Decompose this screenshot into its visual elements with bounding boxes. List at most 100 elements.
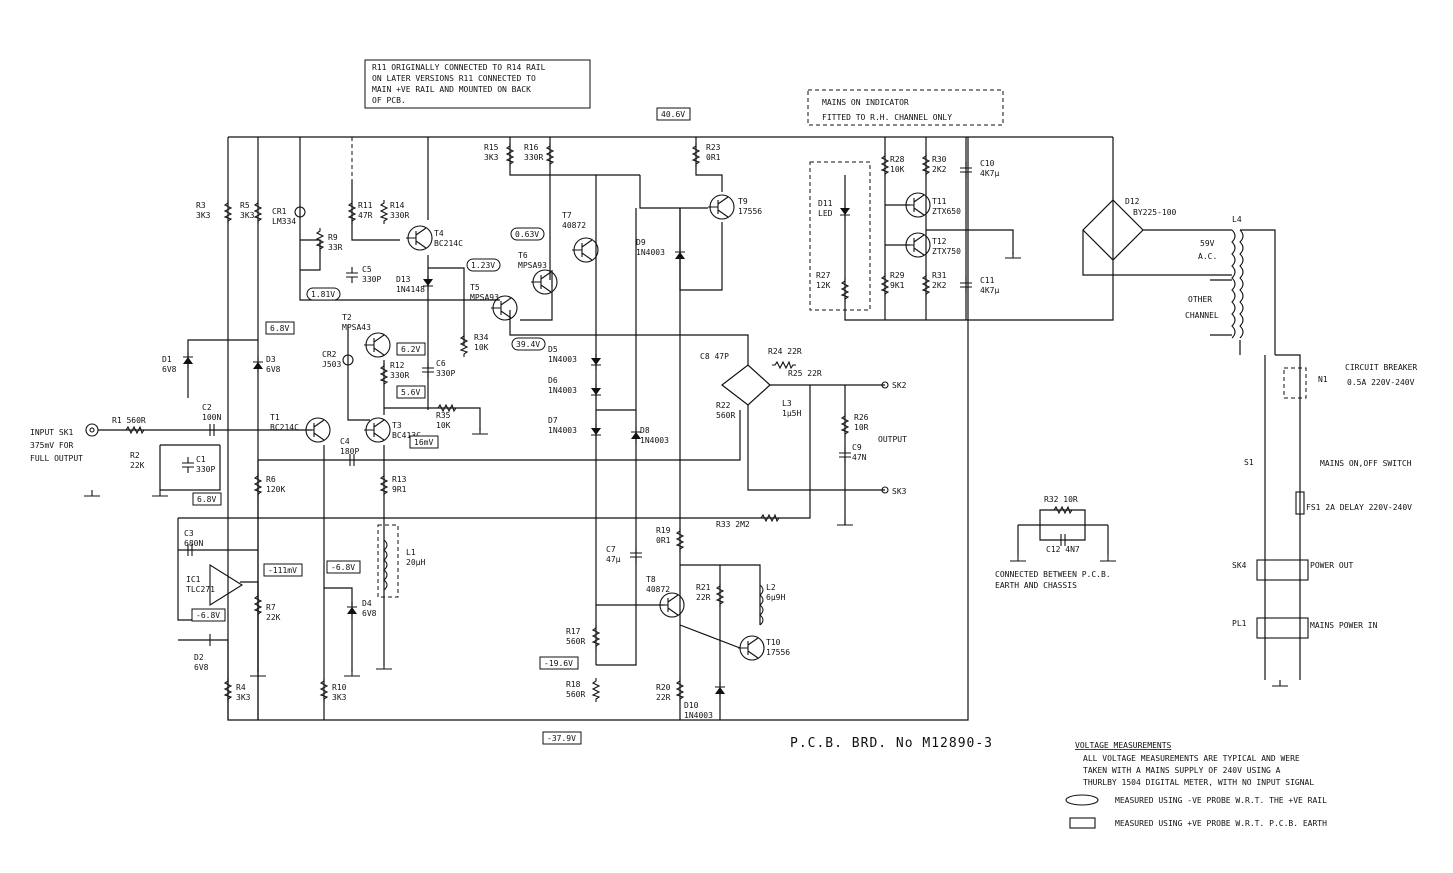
voltage-value: 40.6V <box>661 110 685 119</box>
circuit-breaker-rating: 0.5A 220V-240V <box>1347 378 1415 387</box>
sk4-label: SK4 <box>1232 561 1247 570</box>
voltage-tag-1-23: 1.23V <box>466 258 501 272</box>
fuse-label: FS1 2A DELAY 220V-240V <box>1306 503 1412 512</box>
mains-in-label: MAINS POWER IN <box>1310 621 1378 630</box>
voltage-tag-0-63: 0.63V <box>510 227 545 241</box>
voltage-value: 6.8V <box>270 324 289 333</box>
voltage-value: 5.6V <box>401 388 420 397</box>
label-sk3: SK3 <box>892 487 907 496</box>
voltage-value: 6.2V <box>401 345 420 354</box>
voltage-value: 6.8V <box>197 495 216 504</box>
voltage-value: 39.4V <box>516 340 540 349</box>
voltage-tag-111m: -111mV <box>263 563 303 577</box>
label-c8: C8 47P <box>700 352 729 361</box>
voltage-value: -6.8V <box>331 563 355 572</box>
output-label: OUTPUT <box>878 435 907 444</box>
voltage-value: -19.6V <box>544 659 573 668</box>
voltage-value: -37.9V <box>547 734 576 743</box>
l4-label: L4 <box>1232 215 1242 224</box>
label-c12: C12 4N7 <box>1046 545 1080 554</box>
label-r32: R32 10R <box>1044 495 1078 504</box>
s1-label: S1 <box>1244 458 1254 467</box>
label-sk2: SK2 <box>892 381 907 390</box>
voltage-tag-6-2: 6.2V <box>396 342 426 356</box>
voltage-tag-37-9: -37.9V <box>542 731 582 745</box>
voltage-value: 0.63V <box>515 230 539 239</box>
voltage-tag-1-81: 1.81V <box>306 287 341 301</box>
voltage-tag-6-8-d: -6.8V <box>191 608 226 622</box>
voltage-tag-6-8-a: 6.8V <box>265 321 295 335</box>
n1-label: N1 <box>1318 375 1328 384</box>
voltage-value: 1.23V <box>471 261 495 270</box>
component-symbols <box>83 137 1309 829</box>
voltage-tag-6-8-c: -6.8V <box>326 560 361 574</box>
label-r25: R25 22R <box>788 369 822 378</box>
legend-oval-text: MEASURED USING -VE PROBE W.R.T. THE +VE … <box>1115 796 1327 805</box>
earth-note: CONNECTED BETWEEN P.C.B.EARTH AND CHASSI… <box>995 570 1111 590</box>
pl1-label: PL1 <box>1232 619 1247 628</box>
board-number: P.C.B. BRD. No M12890-3 <box>790 736 993 751</box>
right-labels: CIRCUIT BREAKER 0.5A 220V-240V N1 S1 MAI… <box>1125 197 1417 630</box>
voltage-tag-6-8-b: 6.8V <box>192 492 222 506</box>
legend-rect-text: MEASURED USING +VE PROBE W.R.T. P.C.B. E… <box>1115 819 1327 828</box>
voltage-tag-16m: 16mV <box>409 435 439 449</box>
voltage-measurements-note: VOLTAGE MEASUREMENTS ALL VOLTAGE MEASURE… <box>1075 741 1327 828</box>
power-out-label: POWER OUT <box>1310 561 1354 570</box>
